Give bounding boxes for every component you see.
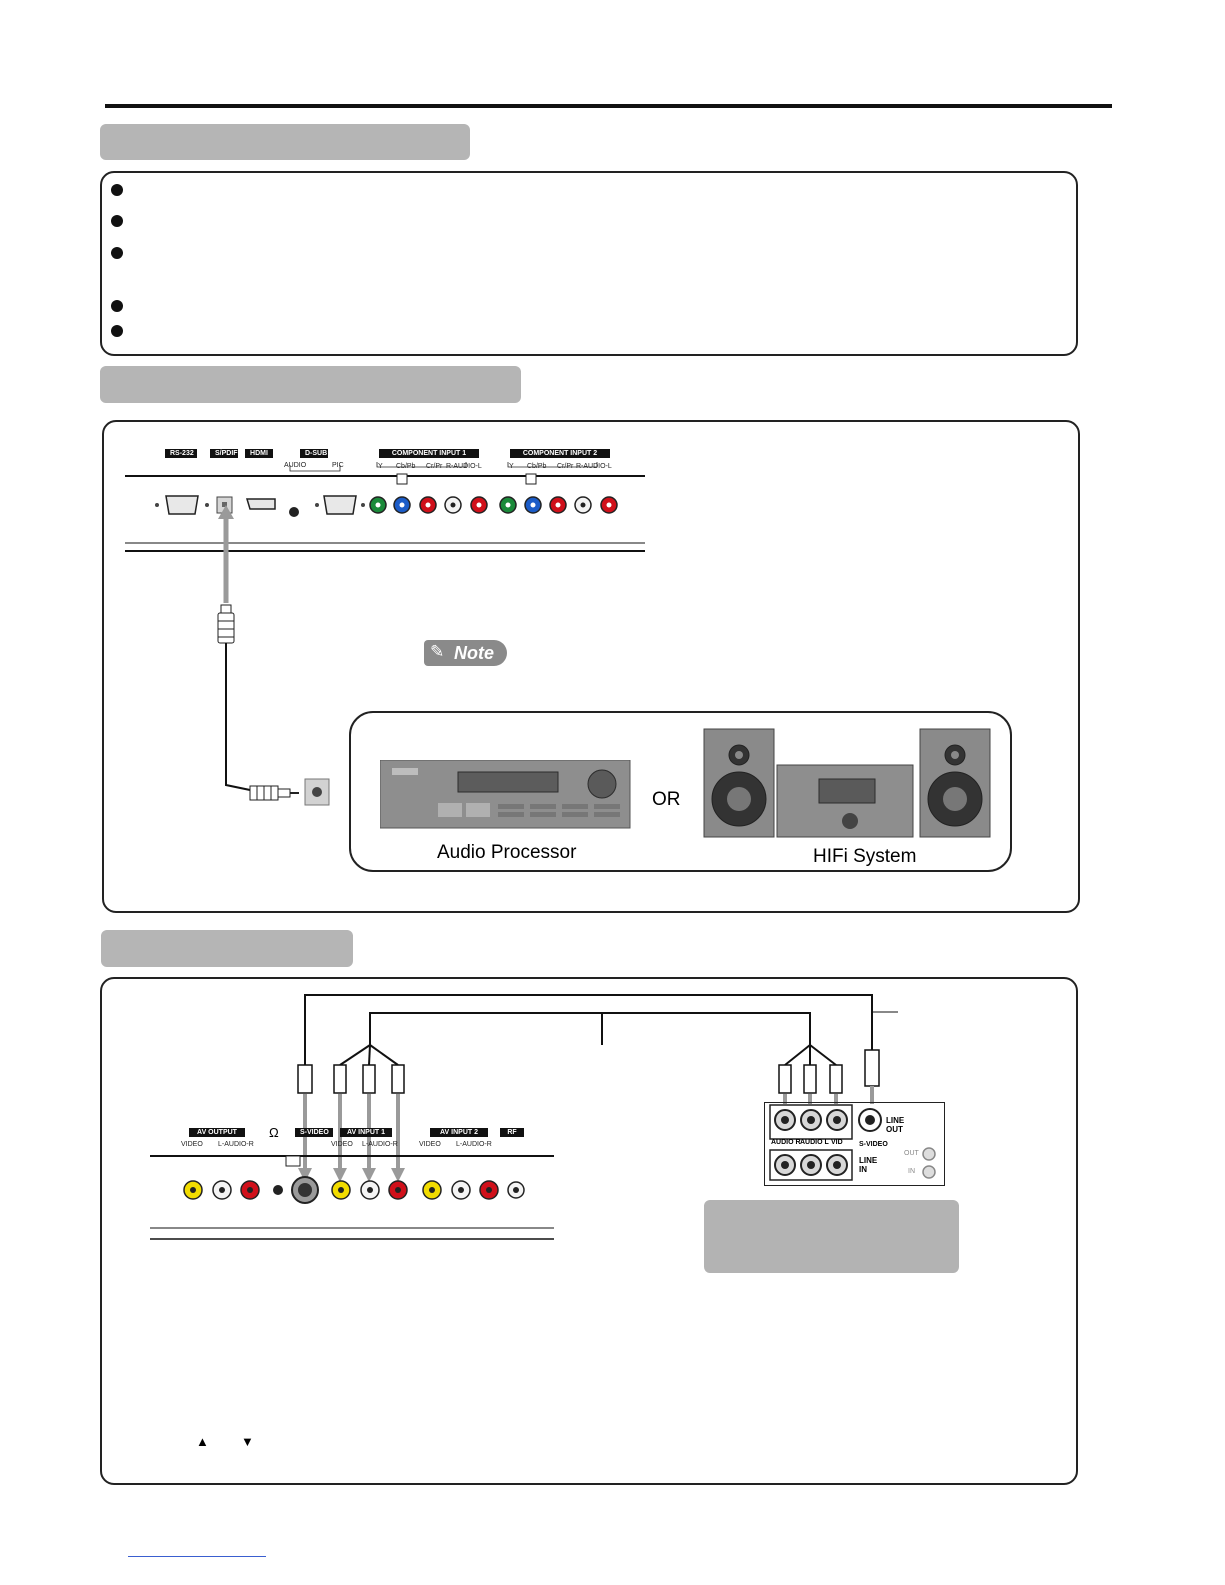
hifi-system-label: HIFi System	[813, 846, 917, 867]
vcr-svideo-label: S-VIDEO	[859, 1141, 888, 1148]
vcr-in-label: IN	[908, 1168, 915, 1175]
section-tab-3	[101, 930, 353, 967]
svideo-label: S-VIDEO	[295, 1128, 333, 1137]
section-tab-1	[100, 124, 470, 160]
av-output-video-label: VIDEO	[181, 1141, 203, 1148]
component-input-1-label: COMPONENT INPUT 1	[379, 449, 479, 458]
vcr-line-out-label: LINE OUT	[886, 1116, 905, 1134]
vcr-connection-box	[100, 977, 1078, 1485]
dsub-port	[315, 495, 365, 515]
av-input-1-video-label: VIDEO	[331, 1141, 353, 1148]
audio-connection-box	[102, 420, 1080, 913]
spdif-label: S/PDIF	[210, 449, 238, 458]
vcr-rear-panel	[764, 1102, 945, 1186]
hdmi-label: HDMI	[245, 449, 273, 458]
av-input-2-video-label: VIDEO	[419, 1141, 441, 1148]
vcr-vid-label: VID	[831, 1139, 843, 1146]
down-arrow-icon: ▼	[241, 1434, 254, 1449]
rs232-port	[155, 495, 209, 515]
av-input-1-audio-label: L-AUDIO-R	[362, 1141, 398, 1148]
av-output-label: AV OUTPUT	[189, 1128, 245, 1137]
tv-rear-panel-bottom	[150, 1155, 554, 1240]
cr1-label: Cr/Pr	[426, 463, 443, 470]
notes-box	[100, 171, 1078, 356]
audio-processor-label: Audio Processor	[437, 842, 577, 863]
rs232-label: RS-232	[165, 449, 197, 458]
optical-cable	[217, 505, 330, 806]
note-badge: ✎ Note	[424, 640, 507, 666]
y2-label: Y	[509, 463, 514, 470]
audio-processor-image	[380, 760, 631, 829]
raudiol2-label: R-AUDIO-L	[576, 463, 612, 470]
vcr-jacks	[769, 1104, 936, 1181]
cr2-label: Cr/Pr	[557, 463, 574, 470]
y1-label: Y	[378, 463, 383, 470]
vcr-line-in-label: LINE IN	[859, 1156, 878, 1174]
tv-rear-panel-top	[125, 462, 645, 552]
cb2-label: Cb/Pb	[527, 463, 547, 470]
note-label: Note	[454, 643, 494, 663]
vcr-device-label-box	[704, 1200, 959, 1273]
av-cables	[297, 994, 898, 1182]
headphone-icon: Ω	[269, 1125, 279, 1140]
bullet-3	[111, 247, 123, 259]
av-input-2-label: AV INPUT 2	[430, 1128, 488, 1137]
dsub-pic-label: PIC	[332, 462, 344, 469]
av-input-2-audio-label: L-AUDIO-R	[456, 1141, 492, 1148]
paperclip-icon: ✎	[430, 642, 445, 661]
rf-label: RF	[500, 1128, 524, 1137]
or-label: OR	[652, 789, 681, 810]
component-input-2-label: COMPONENT INPUT 2	[510, 449, 610, 458]
bullet-1	[111, 184, 123, 196]
hifi-system-image	[703, 728, 991, 838]
footer-link-underline	[128, 1556, 266, 1557]
section-tab-2	[100, 366, 521, 403]
cb1-label: Cb/Pb	[396, 463, 416, 470]
vcr-out-label: OUT	[904, 1150, 919, 1157]
device-options-panel	[349, 711, 1012, 872]
dsub-audio-label: AUDIO	[284, 462, 307, 469]
dsub-label: D-SUB	[300, 449, 328, 458]
bullet-2	[111, 215, 123, 227]
header-rule	[105, 104, 1112, 108]
vcr-audio-l-label: AUDIO L	[800, 1139, 829, 1146]
bullet-5	[111, 325, 123, 337]
raudiol1-label: R-AUDIO-L	[446, 463, 482, 470]
vcr-audio-r-label: AUDIO R	[771, 1139, 801, 1146]
up-arrow-icon: ▲	[196, 1434, 209, 1449]
av-output-audio-label: L-AUDIO-R	[218, 1141, 254, 1148]
bullet-4	[111, 300, 123, 312]
av-input-1-label: AV INPUT 1	[340, 1128, 392, 1137]
